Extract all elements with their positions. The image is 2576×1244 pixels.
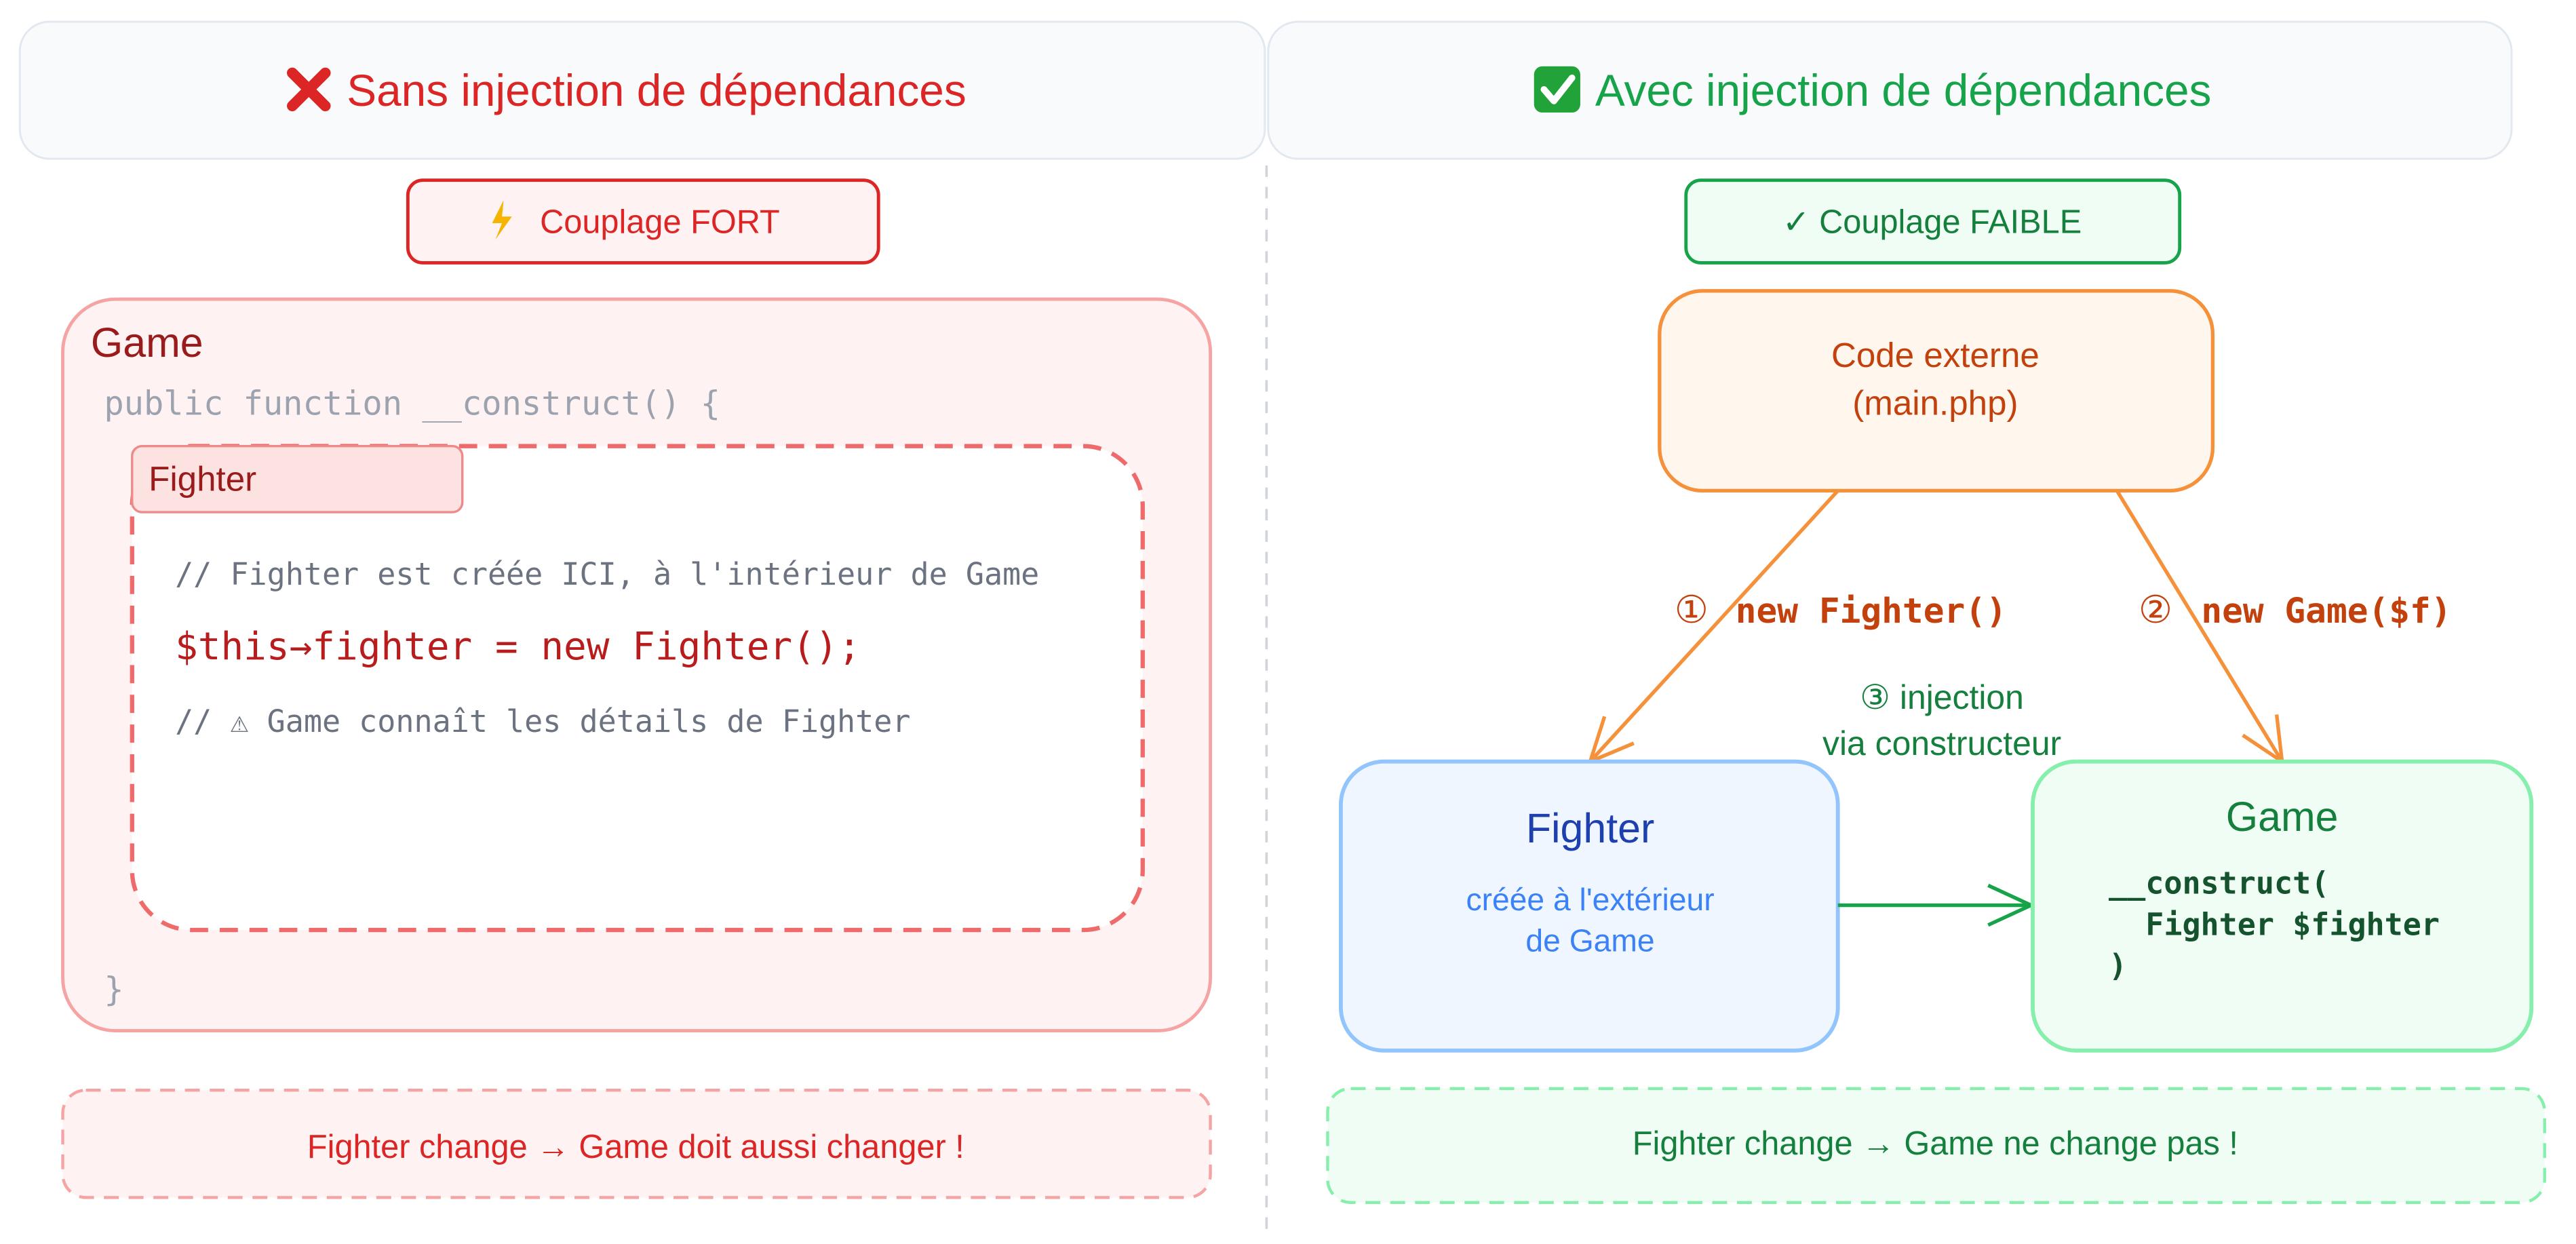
coupling-weak-label: ✓ Couplage FAIBLE	[1782, 204, 2082, 241]
lightning-icon	[492, 199, 512, 240]
left-footer-text: Fighter change → Game doit aussi changer…	[307, 1129, 964, 1165]
game-constructor-line2: Fighter $fighter	[2109, 906, 2440, 942]
constructor-signature: public function __construct() {	[104, 385, 720, 423]
coupling-weak-badge	[1684, 178, 2182, 265]
arrow2-number: ②	[2139, 588, 2172, 631]
game-constructor-line1: __construct(	[2109, 865, 2329, 901]
left-header-title: Sans injection de dépendances	[347, 65, 966, 115]
arrow2-code: new Game($f)	[2201, 591, 2451, 631]
game-constructor-line3: )	[2109, 948, 2127, 984]
arrow1-number: ①	[1675, 588, 1709, 631]
check-mark-icon	[1534, 66, 1580, 113]
left-footer-box	[61, 1089, 1212, 1199]
right-game-box	[2031, 759, 2534, 1053]
arrow-new-fighter	[1591, 489, 1839, 761]
right-game-title: Game	[2226, 794, 2339, 840]
coupling-strong-label: Couplage FORT	[540, 204, 780, 241]
injection-label-line2: via constructeur	[1822, 724, 2061, 762]
arrow-new-game	[2115, 490, 2282, 761]
coupling-strong-badge	[406, 178, 880, 265]
constructor-closing-brace: }	[104, 971, 123, 1009]
left-game-title: Game	[91, 319, 203, 366]
comment-created-here: // Fighter est créée ICI, à l'intérieur …	[175, 556, 1039, 592]
right-fighter-title: Fighter	[1526, 805, 1654, 851]
comment-warning: // ⚠ Game connaît les détails de Fighter	[175, 703, 910, 739]
external-code-line2: (main.php)	[1852, 383, 2018, 422]
right-footer-box	[1326, 1087, 2546, 1204]
right-header	[1267, 20, 2513, 160]
right-fighter-line1: créée à l'extérieur	[1466, 882, 1714, 917]
arrow1-code: new Fighter()	[1736, 591, 2007, 631]
right-panel: Avec injection de dépendances ✓ Couplage…	[1267, 20, 2546, 1204]
fighter-label: Fighter	[149, 459, 256, 498]
left-panel: Sans injection de dépendances Couplage F…	[18, 20, 1266, 1199]
inner-fighter-dashed-box	[130, 444, 1145, 933]
new-fighter-code: $this→fighter = new Fighter();	[175, 625, 861, 669]
right-fighter-line2: de Game	[1525, 923, 1654, 958]
fighter-label-tab	[131, 445, 464, 513]
injection-label-line1: ③ injection	[1860, 678, 2024, 716]
right-footer-text: Fighter change → Game ne change pas !	[1633, 1125, 2238, 1162]
cross-mark-icon	[287, 67, 331, 112]
right-header-title: Avec injection de dépendances	[1595, 65, 2212, 115]
external-code-box	[1658, 289, 2215, 493]
external-code-line1: Code externe	[1831, 336, 2040, 374]
left-header	[18, 20, 1266, 160]
